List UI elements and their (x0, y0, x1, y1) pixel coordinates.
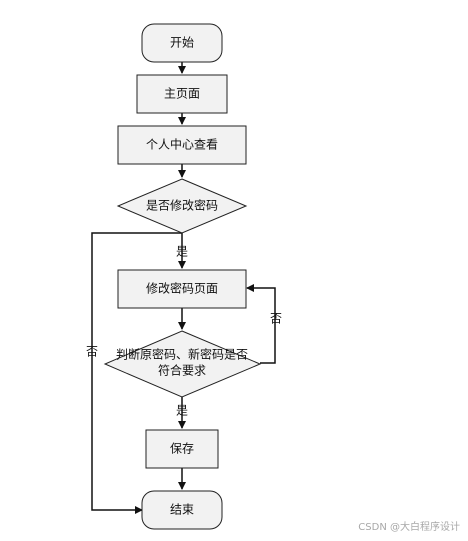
change-password-page-label: 修改密码页面 (146, 281, 218, 296)
edge-decision-change-no-to-end (91, 232, 182, 514)
profile-label: 个人中心查看 (146, 137, 218, 152)
edge-decision-valid-no-loop (246, 284, 276, 364)
node-save: 保存 (145, 429, 219, 469)
node-decision-change-password: 是否修改密码 (116, 178, 248, 234)
save-process-shape (145, 429, 219, 469)
decision-password-valid-shape (103, 330, 262, 398)
edges (91, 62, 276, 514)
node-start: 开始 (141, 23, 223, 63)
node-end: 结束 (141, 490, 223, 530)
start-terminal-shape (141, 23, 223, 63)
end-label: 结束 (170, 503, 194, 517)
edge-label-no-right: 否 (270, 312, 282, 326)
end-terminal-shape (141, 490, 223, 530)
watermark-text: CSDN @大白程序设计 (358, 522, 460, 533)
node-home: 主页面 (136, 74, 228, 114)
home-label: 主页面 (164, 87, 200, 101)
decision-change-password-label: 是否修改密码 (146, 198, 218, 213)
decision-password-valid-label-line2: 符合要求 (158, 363, 206, 378)
decision-password-valid-label-line1: 判断原密码、新密码是否 (116, 347, 248, 362)
profile-process-shape (117, 125, 247, 165)
node-profile: 个人中心查看 (117, 125, 247, 165)
decision-change-password-shape (116, 178, 248, 234)
save-label: 保存 (170, 442, 194, 456)
start-label: 开始 (170, 36, 194, 50)
edge-label-yes-change: 是 (176, 245, 188, 259)
node-decision-password-valid: 判断原密码、新密码是否 符合要求 (103, 330, 262, 398)
node-change-password-page: 修改密码页面 (117, 269, 247, 309)
edge-label-no-left: 否 (86, 345, 98, 359)
change-password-page-shape (117, 269, 247, 309)
home-process-shape (136, 74, 228, 114)
edge-label-yes-valid: 是 (176, 404, 188, 418)
